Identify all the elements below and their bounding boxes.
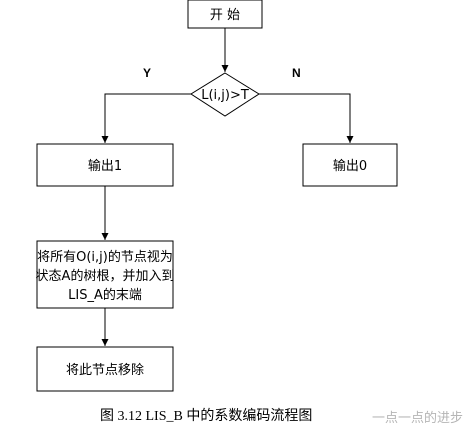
output-zero-node: 输出0 bbox=[302, 143, 398, 187]
figure-caption: 图 3.12 LIS_B 中的系数编码流程图 bbox=[100, 408, 312, 424]
branch-label-no: N bbox=[292, 66, 301, 80]
remove-label: 将此节点移除 bbox=[66, 363, 144, 378]
start-label: 开 始 bbox=[210, 8, 240, 23]
branch-label-yes: Y bbox=[143, 66, 151, 80]
output-zero-label: 输出0 bbox=[333, 158, 367, 174]
output-one-node: 输出1 bbox=[36, 143, 174, 187]
remove-node: 将此节点移除 bbox=[36, 346, 174, 392]
edge-decision-yes bbox=[101, 93, 191, 143]
output-one-label: 输出1 bbox=[88, 158, 122, 174]
mark-roots-line-3: LIS_A的末端 bbox=[68, 287, 142, 303]
watermark: 一点一点的进步 bbox=[372, 410, 463, 426]
start-node: 开 始 bbox=[187, 0, 263, 29]
mark-roots-line-1: 将所有O(i,j)的节点视为 bbox=[37, 249, 173, 265]
mark-roots-node: 将所有O(i,j)的节点视为 状态A的树根，并加入到 LIS_A的末端 bbox=[36, 240, 175, 309]
decision-node: L(i,j)>T bbox=[190, 72, 260, 117]
edge-decision-no bbox=[259, 93, 354, 143]
decision-label: L(i,j)>T bbox=[201, 88, 249, 103]
mark-roots-line-2: 状态A的树根，并加入到 bbox=[36, 268, 175, 284]
